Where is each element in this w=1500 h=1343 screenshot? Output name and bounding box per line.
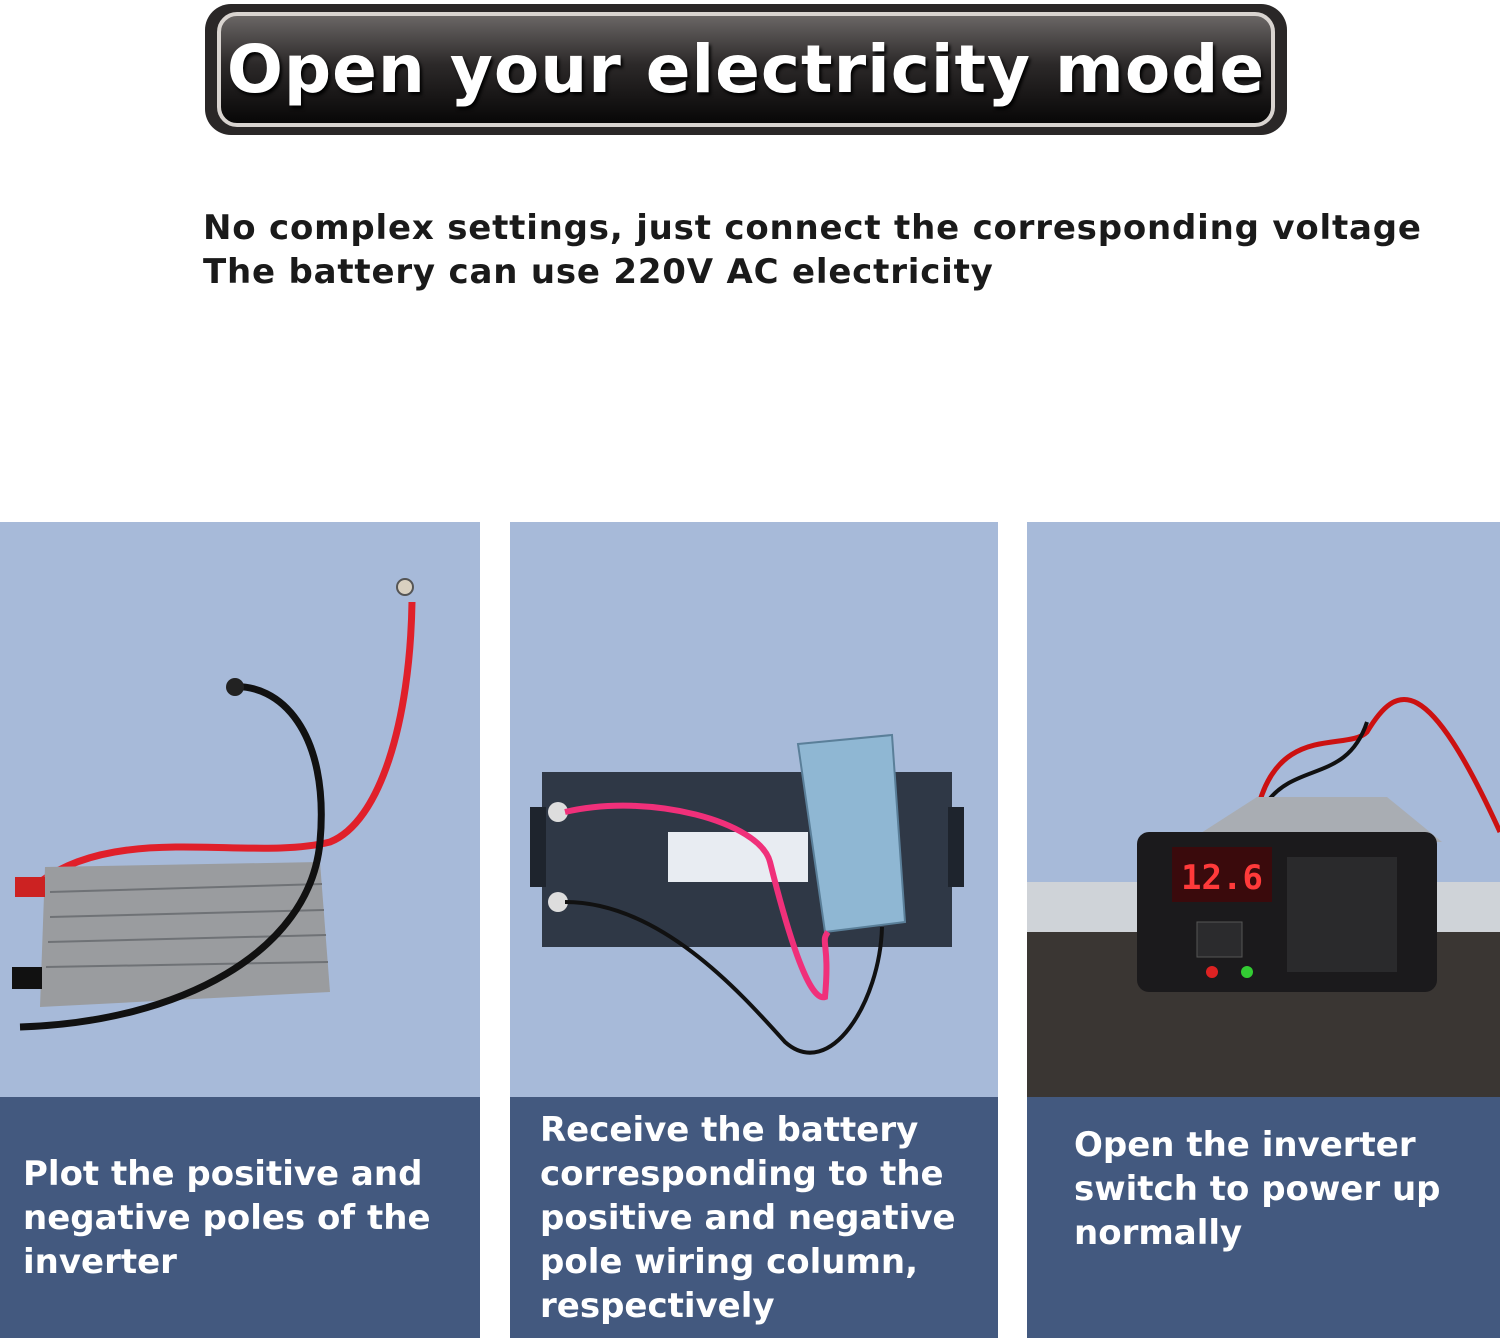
title-banner: Open your electricity mode (205, 4, 1287, 135)
title-banner-inner: Open your electricity mode (217, 12, 1275, 127)
battery-photo (510, 522, 998, 1097)
voltage-display: 12.6 (1181, 858, 1263, 898)
step-caption-3: Open the inverter switch to power up nor… (1027, 1097, 1500, 1338)
step-panel-2: Receive the battery corresponding to the… (510, 522, 998, 1338)
subtitle: No complex settings, just connect the co… (203, 206, 1422, 294)
step-panel-3: 12.6 Open the inverter switch to power u… (1027, 522, 1500, 1338)
battery-illustration (530, 733, 964, 1055)
inverter-photo (0, 522, 480, 1097)
caption-text: Receive the battery corresponding to the… (540, 1109, 956, 1326)
caption-text: Plot the positive and negative poles of … (23, 1153, 431, 1282)
subtitle-line-1: No complex settings, just connect the co… (203, 208, 1422, 248)
caption-text: Open the inverter switch to power up nor… (1074, 1125, 1441, 1253)
banner-title: Open your electricity mode (226, 31, 1266, 108)
step-panel-1: Plot the positive and negative poles of … (0, 522, 480, 1338)
powered-inverter-photo: 12.6 (1027, 522, 1500, 1097)
subtitle-line-2: The battery can use 220V AC electricity (203, 252, 994, 292)
powered-inverter-illustration: 12.6 (1027, 697, 1500, 1097)
inverter-illustration (12, 578, 416, 1031)
step-caption-2: Receive the battery corresponding to the… (510, 1097, 998, 1338)
step-caption-1: Plot the positive and negative poles of … (0, 1097, 480, 1338)
